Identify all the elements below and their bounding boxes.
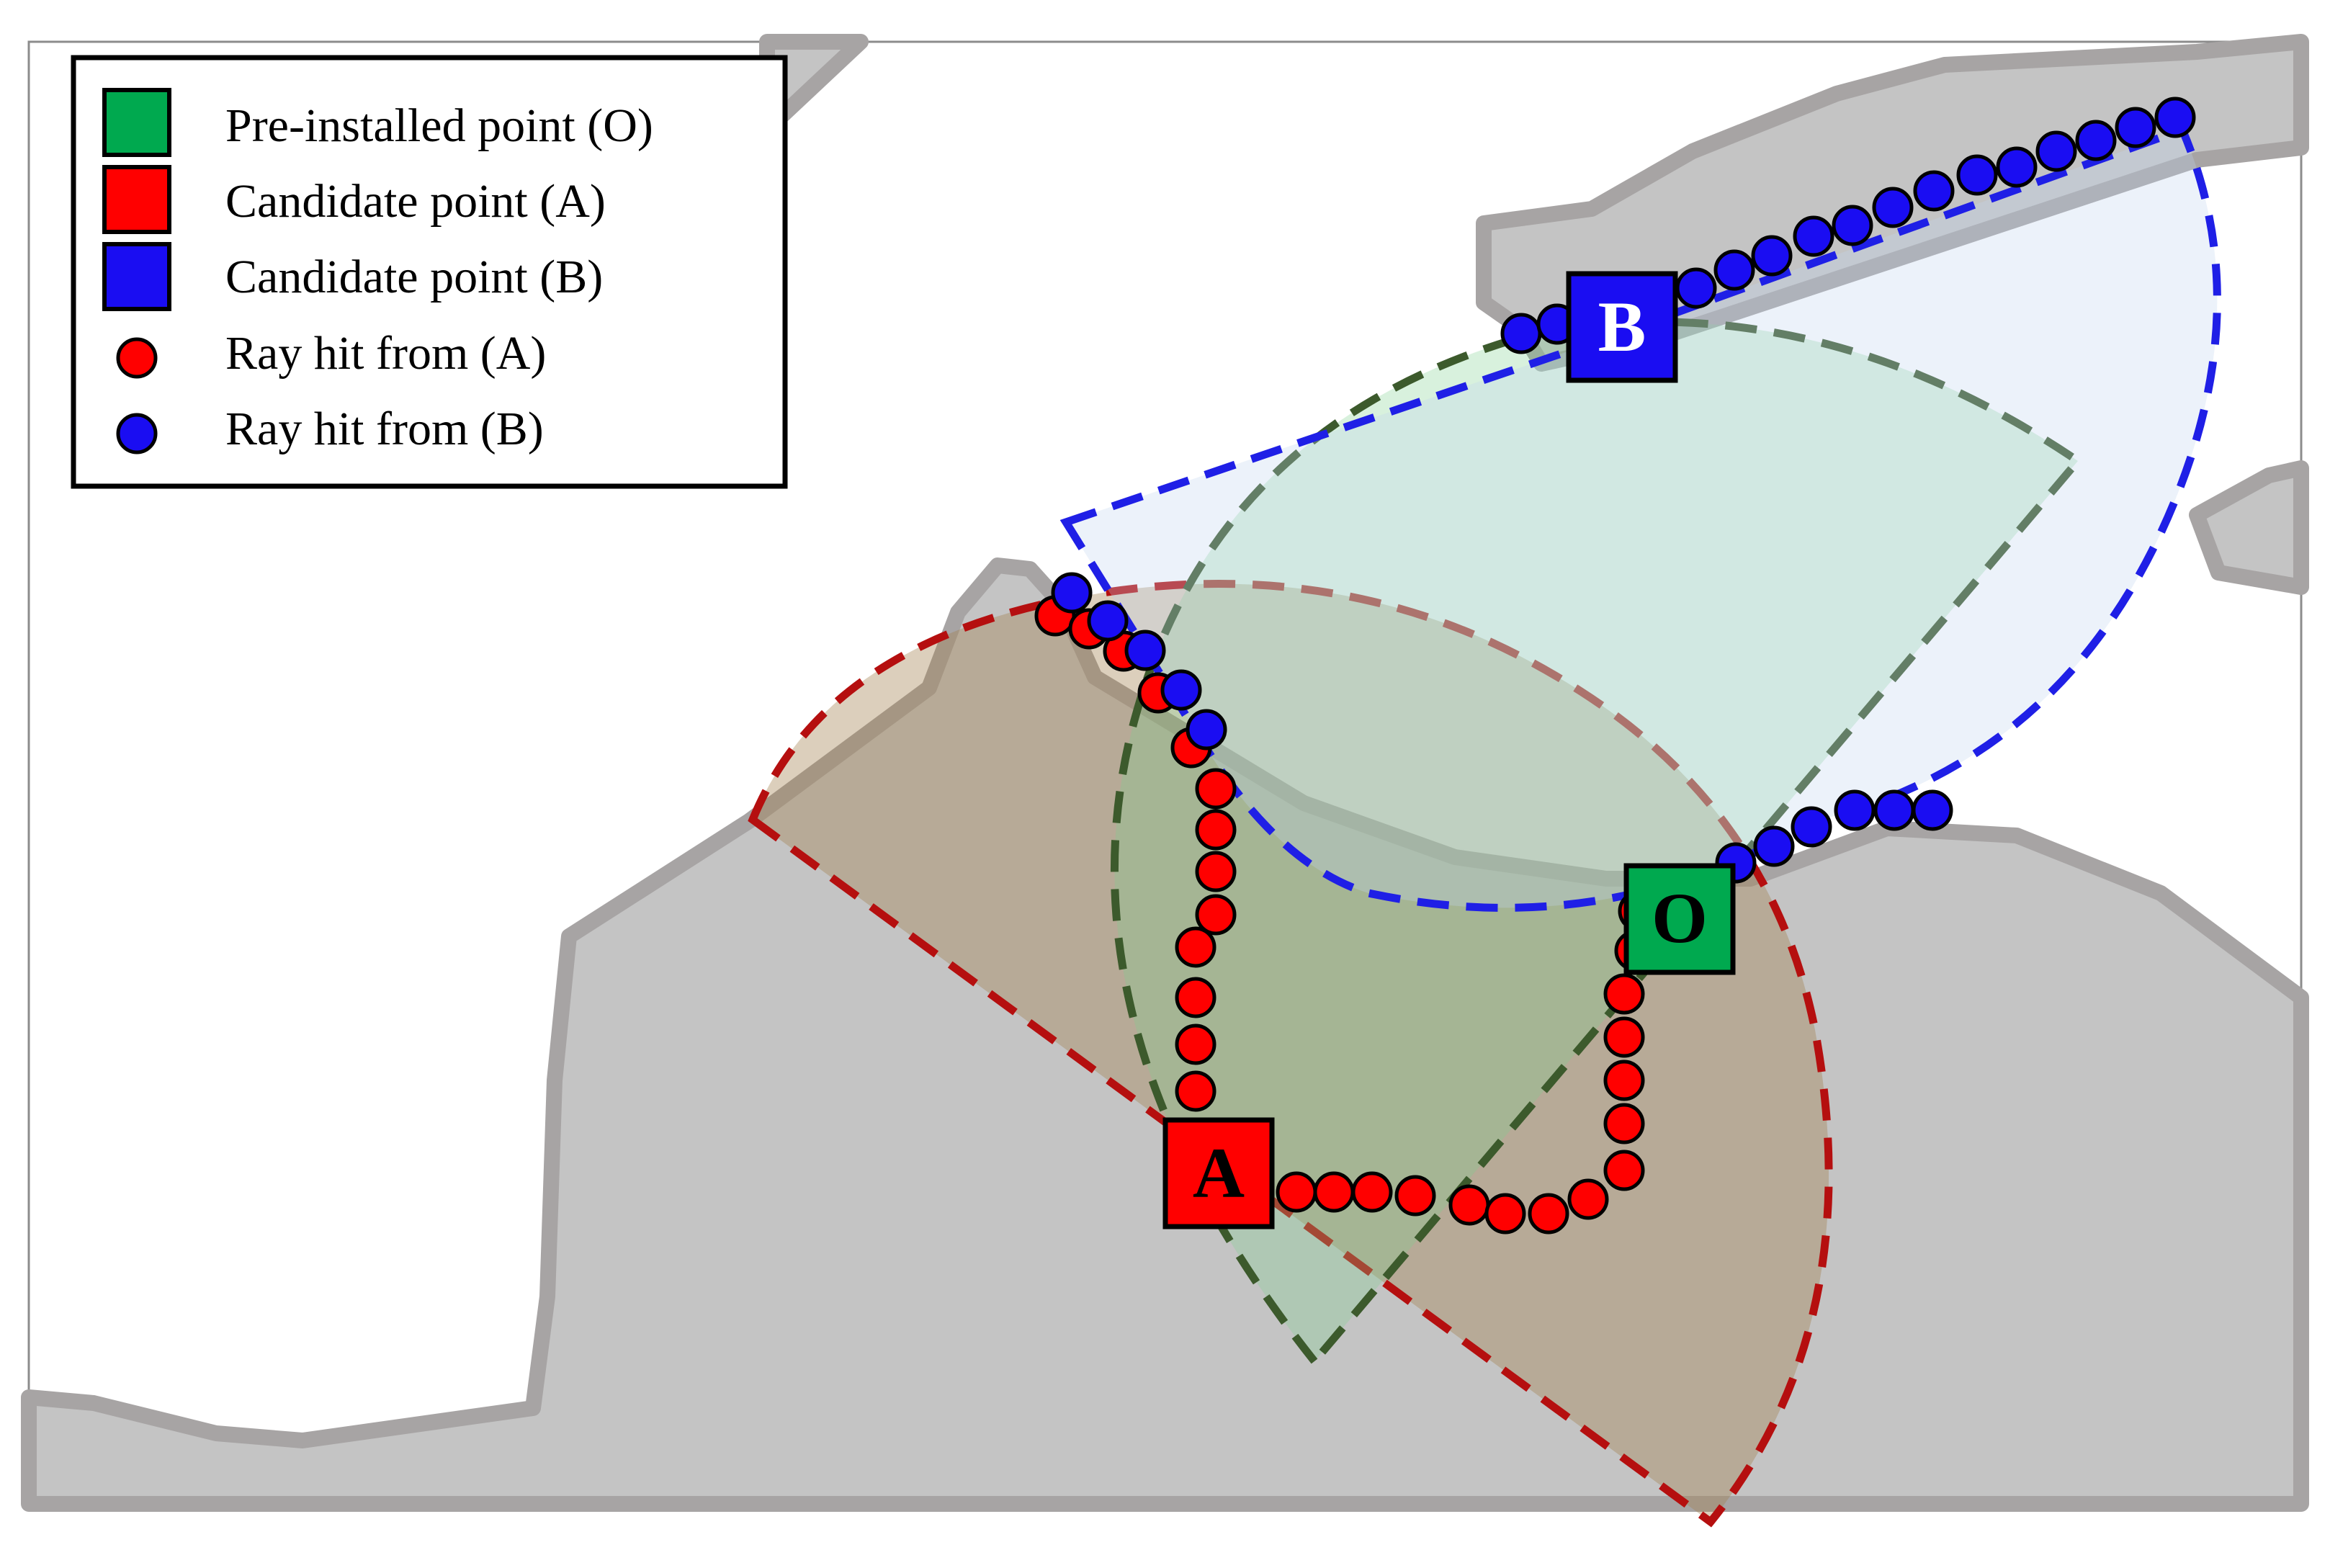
ray-hit-a-8 bbox=[1195, 851, 1237, 892]
ray-hit-a-21 bbox=[1528, 1193, 1569, 1235]
legend-box bbox=[71, 55, 788, 489]
ray-hit-b-15 bbox=[1956, 154, 1998, 196]
point-b-marker bbox=[1566, 271, 1678, 383]
ray-hit-a-6 bbox=[1195, 768, 1237, 810]
ray-hit-b-16 bbox=[1996, 146, 2038, 188]
ray-hit-b-23 bbox=[1791, 806, 1832, 848]
ray-hit-b-10 bbox=[1751, 235, 1793, 277]
ray-hit-b-2 bbox=[1087, 600, 1129, 642]
ray-hit-a-27 bbox=[1603, 973, 1645, 1015]
legend-swatch-ray-hit-a bbox=[116, 337, 158, 379]
ray-hit-b-14 bbox=[1913, 170, 1955, 212]
coverage-sector-o bbox=[1111, 318, 2084, 1368]
ray-hit-b-5 bbox=[1186, 709, 1227, 751]
ray-hit-a-15 bbox=[1276, 1171, 1317, 1213]
coverage-sector-a bbox=[748, 580, 1833, 1528]
ray-hit-a-11 bbox=[1175, 977, 1216, 1018]
ray-hit-a-19 bbox=[1448, 1184, 1490, 1226]
ray-hit-b-24 bbox=[1834, 789, 1876, 831]
ray-hit-a-18 bbox=[1394, 1175, 1436, 1217]
legend-label-point-b: Candidate point (B) bbox=[225, 251, 603, 303]
ray-hit-b-4 bbox=[1160, 669, 1202, 711]
point-a: A bbox=[1162, 1117, 1275, 1229]
ray-hit-a-16 bbox=[1313, 1171, 1355, 1213]
legend-label-ray-hit-b: Ray hit from (B) bbox=[225, 403, 544, 455]
ray-hits-b bbox=[1051, 97, 2196, 884]
ray-hit-b-20 bbox=[2154, 97, 2196, 138]
ray-hit-b-25 bbox=[1873, 789, 1915, 831]
ray-hit-b-3 bbox=[1124, 630, 1166, 671]
ray-hit-b-26 bbox=[1912, 789, 1953, 831]
ray-hit-b-1 bbox=[1051, 572, 1093, 614]
legend: Pre-installed point (O) Candidate point … bbox=[71, 55, 788, 489]
ray-hit-b-8 bbox=[1675, 267, 1717, 309]
ray-hit-a-23 bbox=[1603, 1150, 1645, 1191]
point-o: O bbox=[1623, 863, 1736, 975]
legend-label-point-a: Candidate point (A) bbox=[225, 175, 606, 228]
ray-hit-a-10 bbox=[1175, 926, 1216, 968]
east-islet bbox=[2189, 460, 2309, 595]
legend-swatch-point-a bbox=[102, 165, 171, 234]
ray-hit-a-9 bbox=[1195, 894, 1237, 936]
ray-hit-b-9 bbox=[1713, 249, 1755, 291]
ray-hit-b-18 bbox=[2075, 120, 2117, 161]
ray-hit-b-22 bbox=[1753, 825, 1795, 867]
point-a-label: A bbox=[1193, 1133, 1245, 1213]
legend-label-point-o: Pre-installed point (O) bbox=[225, 99, 653, 152]
legend-swatch-point-o bbox=[102, 88, 171, 157]
ray-hit-a-26 bbox=[1603, 1016, 1645, 1058]
ray-hit-b-17 bbox=[2035, 130, 2077, 172]
ray-hit-a-24 bbox=[1603, 1103, 1645, 1144]
point-b-label: B bbox=[1598, 287, 1646, 367]
point-b: B bbox=[1566, 271, 1678, 383]
point-o-marker bbox=[1623, 863, 1736, 975]
point-a-marker bbox=[1162, 1117, 1275, 1229]
ray-hit-a-22 bbox=[1567, 1178, 1609, 1220]
legend-swatch-point-b bbox=[102, 242, 171, 311]
ray-hit-a-20 bbox=[1484, 1193, 1526, 1235]
ray-hit-b-19 bbox=[2115, 107, 2156, 148]
ray-hit-a-25 bbox=[1603, 1059, 1645, 1101]
mainland bbox=[21, 557, 2309, 1512]
ray-hit-a-7 bbox=[1195, 809, 1237, 851]
ray-hit-b-13 bbox=[1872, 187, 1914, 228]
legend-swatch-ray-hit-b bbox=[116, 413, 158, 454]
coverage-sectors bbox=[748, 125, 2221, 1528]
ray-hit-a-13 bbox=[1175, 1070, 1216, 1112]
ray-hit-b-12 bbox=[1832, 205, 1873, 246]
ray-hit-a-12 bbox=[1175, 1023, 1216, 1065]
ray-hit-b-6 bbox=[1500, 313, 1542, 354]
legend-label-ray-hit-a: Ray hit from (A) bbox=[225, 327, 546, 380]
point-o-label: O bbox=[1652, 878, 1708, 958]
ray-hit-a-17 bbox=[1351, 1171, 1393, 1213]
ray-hit-b-11 bbox=[1793, 215, 1834, 257]
